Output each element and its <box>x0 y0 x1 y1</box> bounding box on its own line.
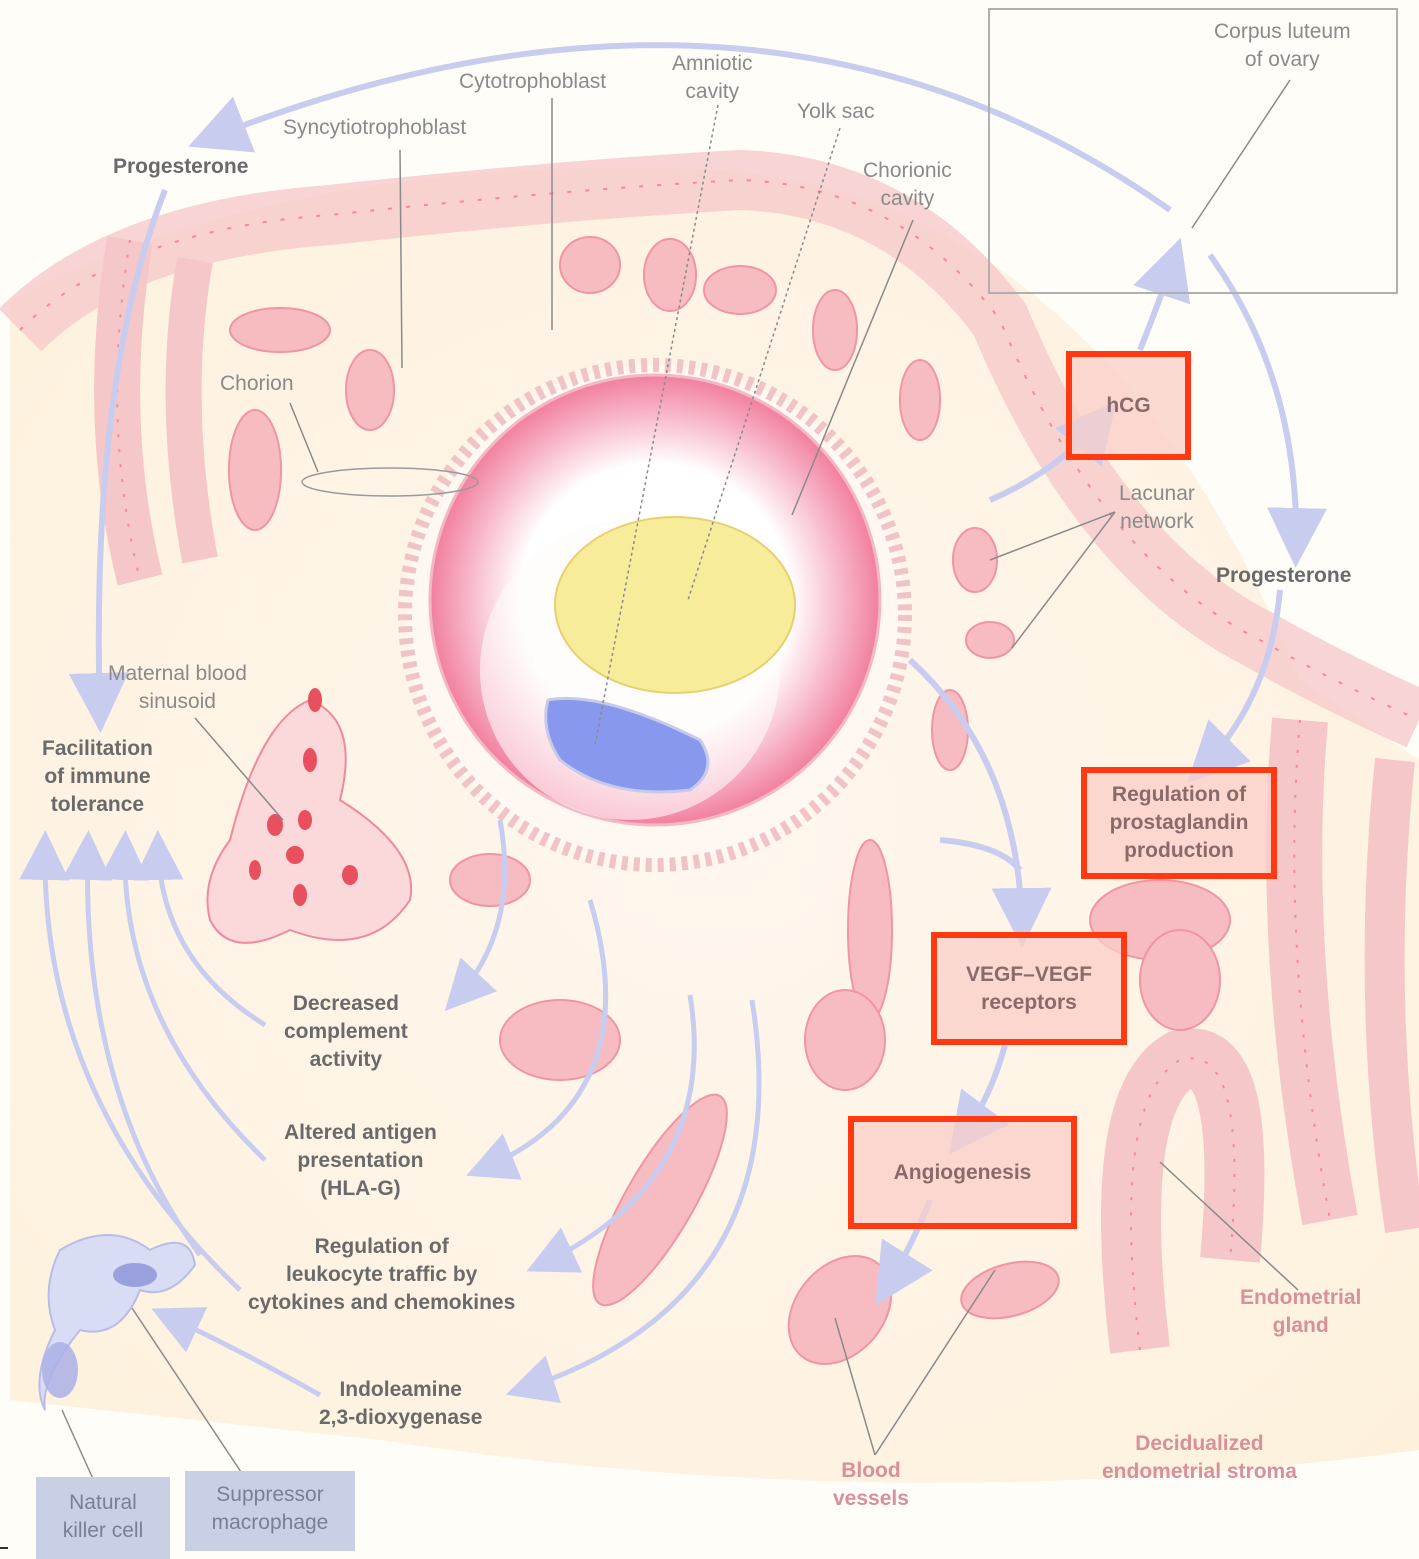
corner-mark <box>0 1547 8 1549</box>
chorionic-cavity-label: Chorionic cavity <box>863 157 952 213</box>
cytotrophoblast-label: Cytotrophoblast <box>459 68 606 96</box>
right-gland-2 <box>1385 760 1405 1230</box>
facilitation-immune-tolerance-label: Facilitation of immune tolerance <box>42 735 153 819</box>
yolk-sac-shape <box>555 517 795 693</box>
chorion-label: Chorion <box>220 370 294 398</box>
amniotic-cavity-label: Amniotic cavity <box>672 50 753 106</box>
regulation-leukocyte-label: Regulation of leukocyte traffic by cytok… <box>248 1233 515 1317</box>
hcg-highlight-box: hCG <box>1066 351 1191 460</box>
angiogenesis-highlight-box: Angiogenesis <box>848 1116 1077 1229</box>
altered-antigen-label: Altered antigen presentation (HLA-G) <box>284 1119 437 1203</box>
suppressor-macrophage-label: Suppressor macrophage <box>185 1471 355 1551</box>
progesterone-label-top: Progesterone <box>113 153 248 181</box>
left-gland-2 <box>184 260 200 560</box>
natural-killer-cell-label: Natural killer cell <box>36 1477 170 1559</box>
yolk-sac-label: Yolk sac <box>797 98 874 126</box>
vegf-highlight-box: VEGF–VEGF receptors <box>931 932 1127 1045</box>
endometrial-gland-label: Endometrial gland <box>1240 1284 1361 1340</box>
syncytiotrophoblast-label: Syncytiotrophoblast <box>283 114 466 142</box>
prostaglandin-highlight-box: Regulation of prostaglandin production <box>1081 767 1277 879</box>
blood-vessels-label: Blood vessels <box>833 1457 909 1513</box>
corpus-luteum-label: Corpus luteum of ovary <box>1214 18 1351 74</box>
progesterone-label-right: Progesterone <box>1216 562 1351 590</box>
maternal-blood-sinusoid-label: Maternal blood sinusoid <box>108 660 247 716</box>
decidualized-stroma-label: Decidualized endometrial stroma <box>1102 1430 1297 1486</box>
decreased-complement-label: Decreased complement activity <box>284 990 408 1074</box>
lacunar-network-label: Lacunar network <box>1119 480 1195 536</box>
nk-cell-shape <box>42 1342 78 1398</box>
indoleamine-label: Indoleamine 2,3-dioxygenase <box>319 1376 482 1432</box>
